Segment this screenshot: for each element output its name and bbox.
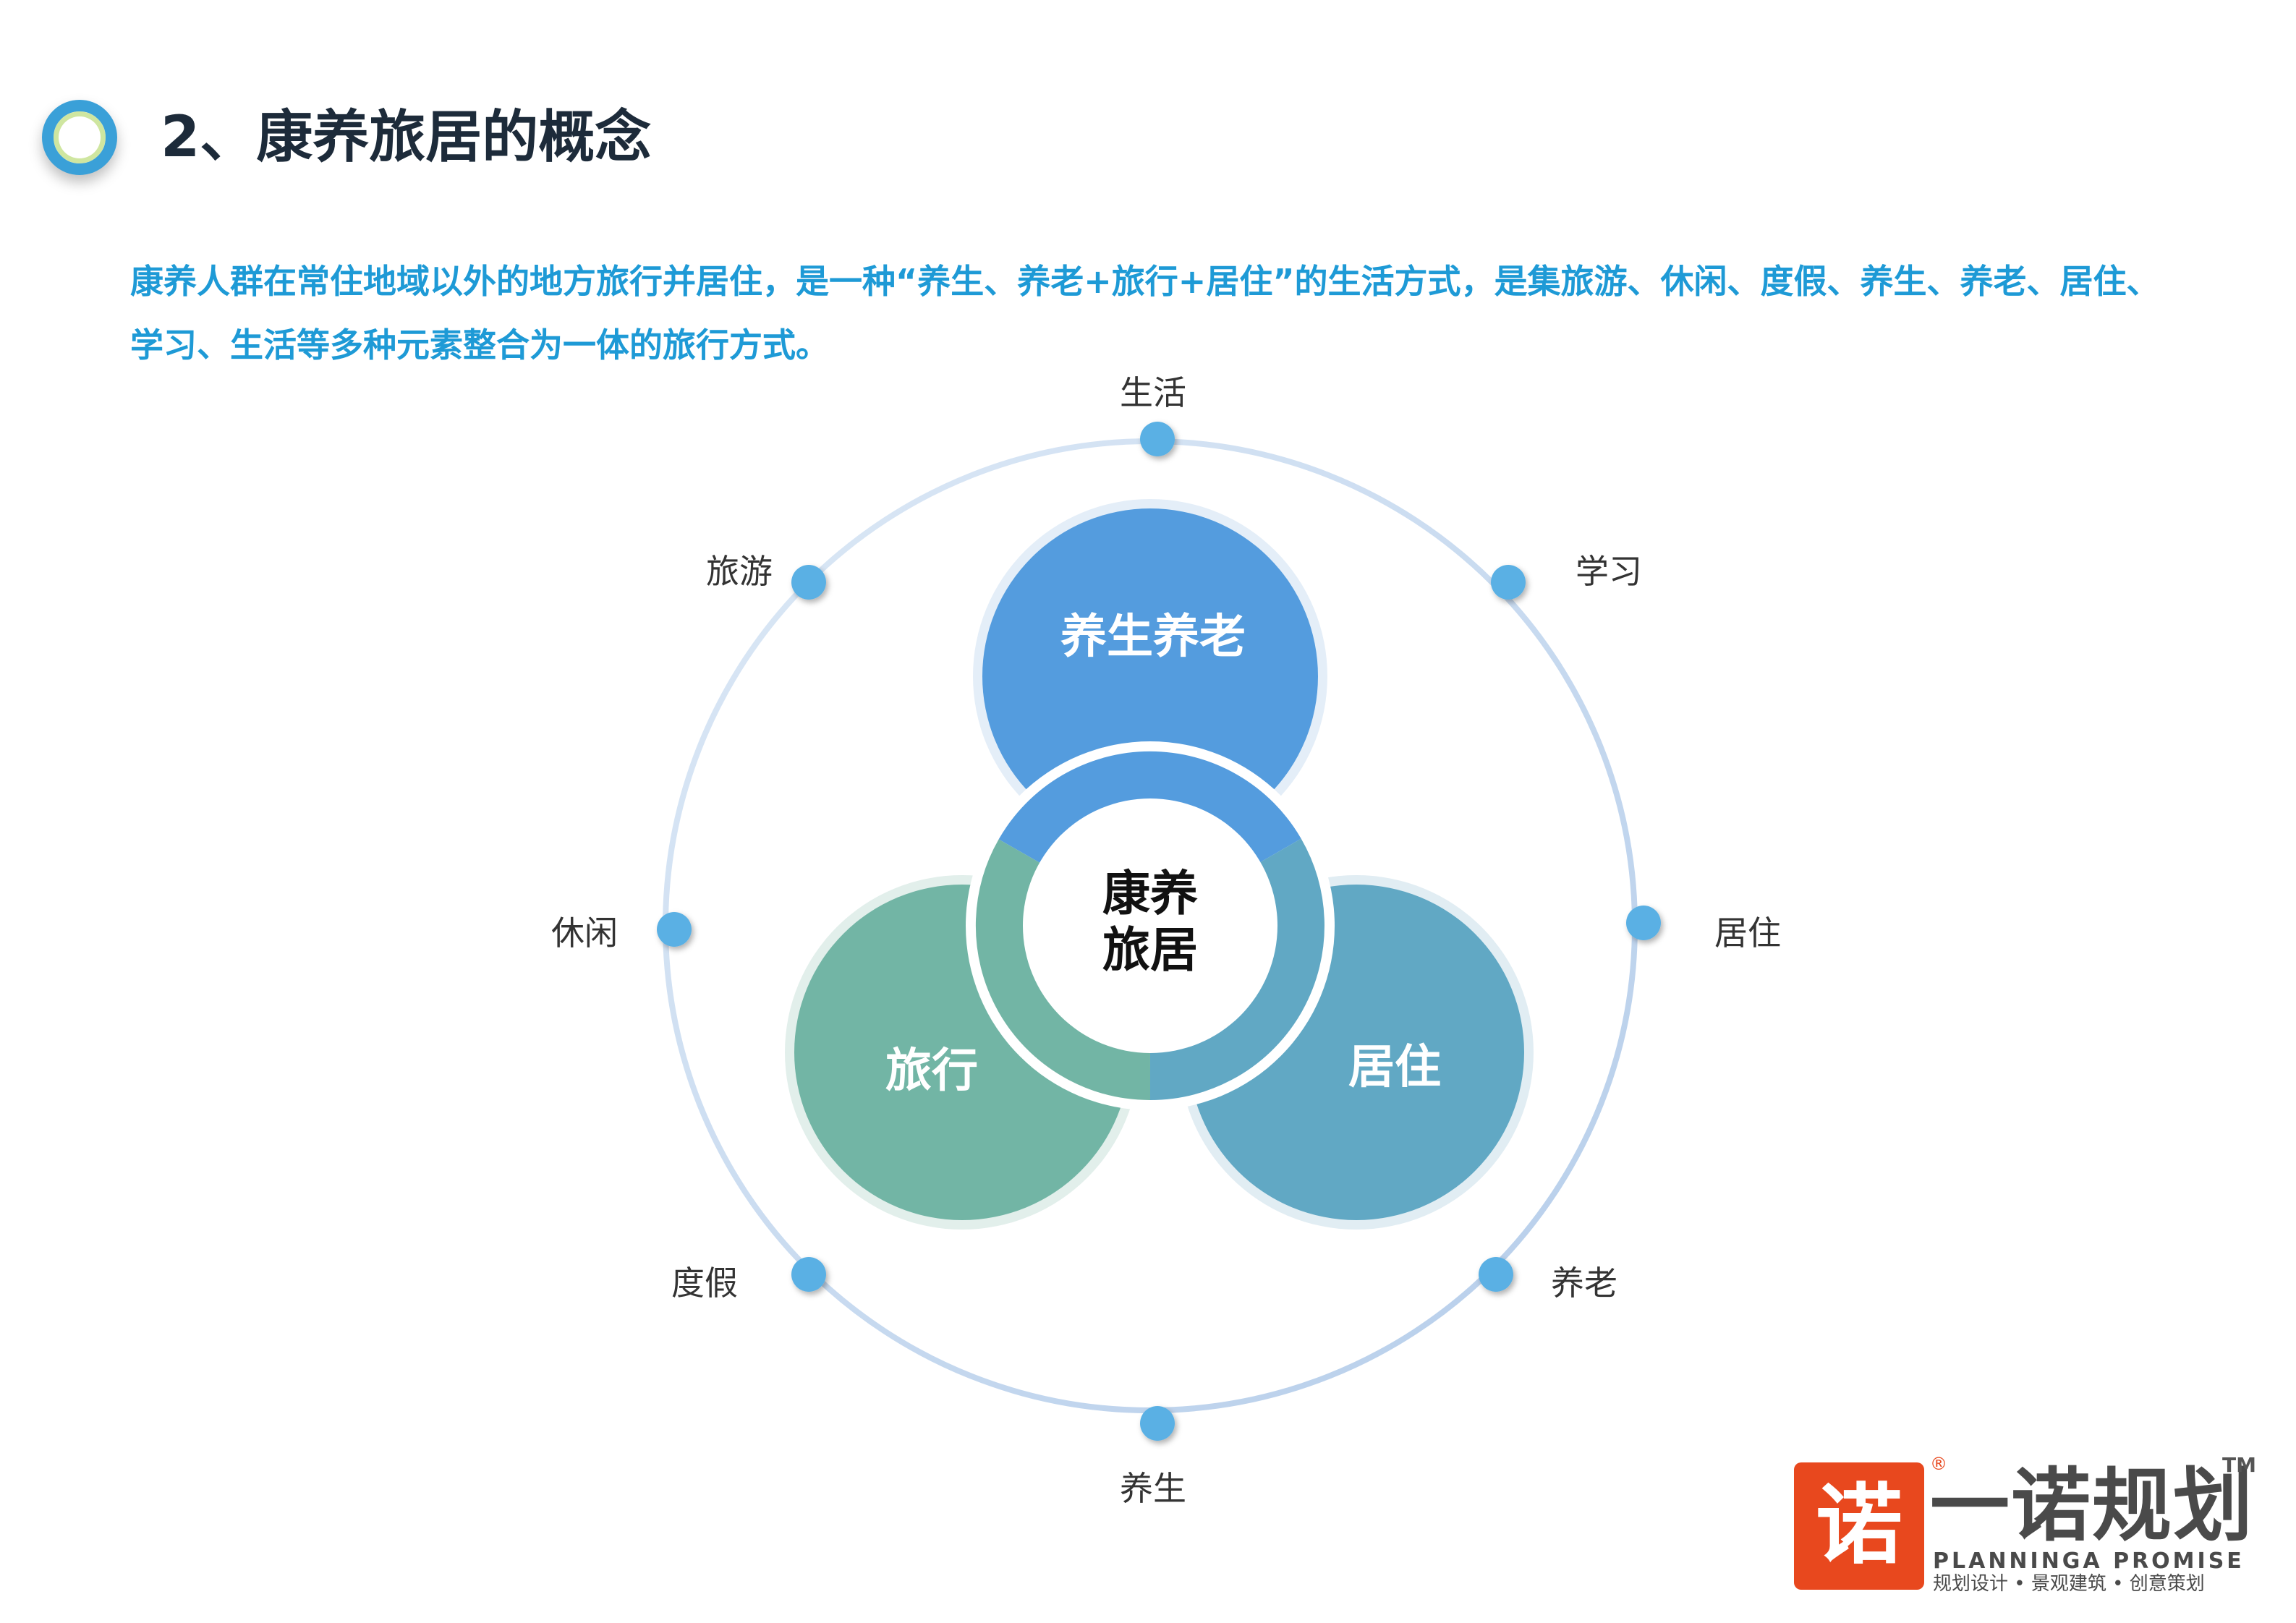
center-ring-top-segment (998, 751, 1301, 864)
ring-dot-upper-left (791, 565, 826, 600)
ring-dot-upper-right (1491, 565, 1526, 600)
ring-label-lower-right: 养老 (1551, 1264, 1617, 1303)
ring-dot-lower-right (1479, 1257, 1513, 1292)
logo-registered-mark: ® (1930, 1454, 1947, 1474)
center-disc (1023, 798, 1277, 1053)
ring-label-upper-right: 学习 (1576, 552, 1642, 591)
logo-english: PLANNINGA PROMISE (1933, 1549, 2245, 1574)
ring-label-right: 居住 (1714, 913, 1781, 953)
petal-left-label: 旅行 (885, 1044, 978, 1098)
ring-dot-left (657, 912, 692, 947)
intro-line-2: 学习、生活等多种元素整合为一体的旅行方式。 (130, 325, 829, 365)
center-label-line-1: 康养 (1102, 866, 1198, 921)
petal-top-circle (982, 508, 1318, 844)
ring-dot-top (1140, 422, 1175, 456)
petal-right-label: 居住 (1348, 1041, 1441, 1094)
ring-label-upper-left: 旅游 (706, 552, 773, 591)
ring-dot-bottom (1140, 1406, 1175, 1441)
ring-dot-right (1626, 906, 1661, 940)
ring-label-left: 休闲 (551, 913, 618, 953)
logo-name: 一诺规划 (1930, 1460, 2254, 1552)
ring-label-lower-left: 度假 (671, 1264, 738, 1303)
petal-top-label: 养生养老 (1060, 610, 1246, 664)
center-ring-left-segment (975, 839, 1151, 1100)
ring-label-bottom: 养生 (1120, 1469, 1186, 1508)
intro-line-1: 康养人群在常住地域以外的地方旅行并居住，是一种“养生、养老+旅行+居住”的生活方… (130, 262, 2160, 301)
intro-paragraph: 康养人群在常住地域以外的地方旅行并居住，是一种“养生、养老+旅行+居住”的生活方… (130, 250, 2271, 377)
ring-dot-lower-left (791, 1257, 826, 1292)
center-ring-right-segment (1149, 838, 1325, 1100)
ring-label-top: 生活 (1120, 373, 1186, 412)
logo-trademark: TM (2222, 1453, 2256, 1477)
center-label-line-2: 旅居 (1102, 922, 1198, 978)
logo-mark-icon: 诺 (1794, 1462, 1924, 1590)
page-title: 2、康养旅居的概念 (161, 105, 652, 170)
logo-tagline: 规划设计 • 景观建筑 • 创意策划 (1933, 1573, 2205, 1595)
brand-logo: 诺 ® 一诺规划 TM PLANNINGA PROMISE 规划设计 • 景观建… (1794, 1455, 2256, 1604)
